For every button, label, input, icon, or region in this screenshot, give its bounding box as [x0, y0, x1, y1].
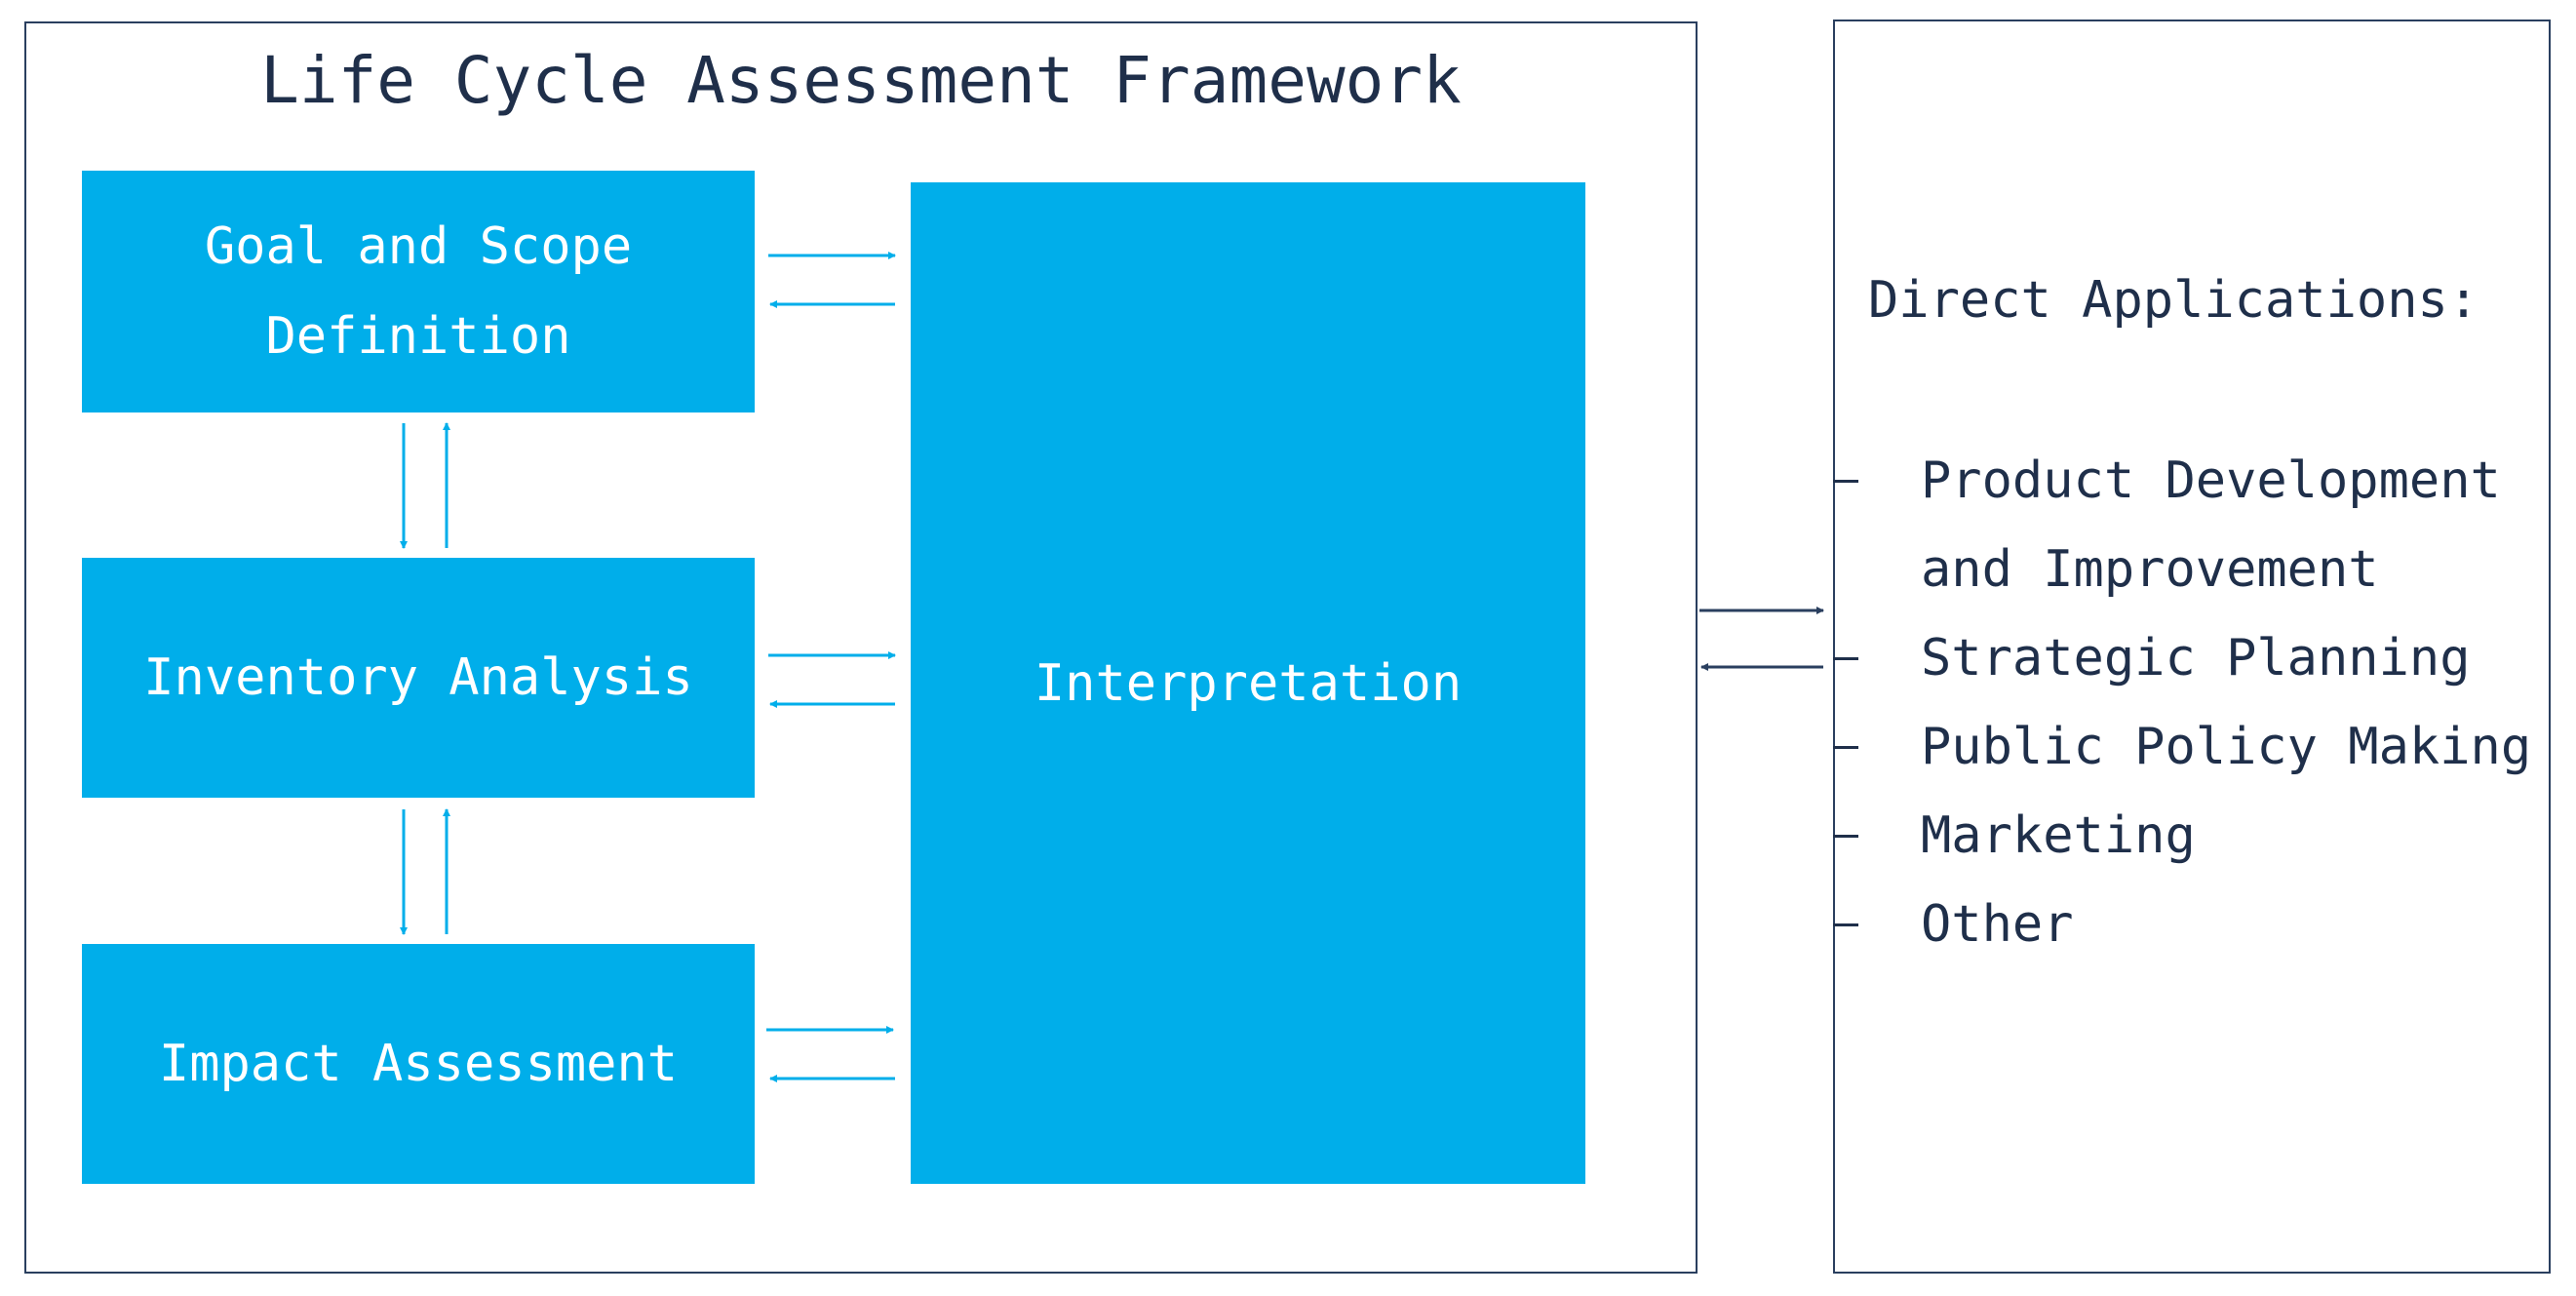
- goal-and-scope-label: Goal and Scope Definition: [204, 217, 633, 366]
- applications-list: Product Development and Improvement Stra…: [1833, 437, 2551, 969]
- framework-title: Life Cycle Assessment Framework: [260, 43, 1462, 118]
- dash-bullet-icon: [1833, 881, 1858, 969]
- interpretation-box: Interpretation: [911, 182, 1585, 1184]
- applications-frame: [1833, 20, 2551, 1274]
- applications-list-item: Strategic Planning: [1833, 614, 2551, 703]
- applications-item-text: Other: [1921, 895, 2074, 954]
- inventory-analysis-box: Inventory Analysis: [82, 558, 755, 798]
- applications-list-item: Public Policy Making: [1833, 703, 2551, 792]
- dash-bullet-icon: [1833, 614, 1858, 703]
- applications-item-text: Public Policy Making: [1921, 718, 2532, 776]
- dash-bullet-icon: [1833, 437, 1858, 526]
- interpretation-label: Interpretation: [1034, 653, 1463, 713]
- inventory-analysis-label: Inventory Analysis: [143, 648, 693, 707]
- applications-list-item: Product Development and Improvement: [1833, 437, 2551, 614]
- applications-list-item: Other: [1833, 881, 2551, 969]
- dash-bullet-icon: [1833, 792, 1858, 881]
- applications-title: Direct Applications:: [1868, 271, 2479, 330]
- applications-list-item: Marketing: [1833, 792, 2551, 881]
- impact-assessment-label: Impact Assessment: [158, 1035, 679, 1093]
- impact-assessment-box: Impact Assessment: [82, 944, 755, 1184]
- goal-and-scope-box: Goal and Scope Definition: [82, 171, 755, 412]
- dash-bullet-icon: [1833, 703, 1858, 792]
- applications-item-text: Strategic Planning: [1921, 629, 2471, 687]
- applications-item-text: Marketing: [1921, 806, 2196, 865]
- applications-item-text: Product Development and Improvement: [1921, 452, 2501, 599]
